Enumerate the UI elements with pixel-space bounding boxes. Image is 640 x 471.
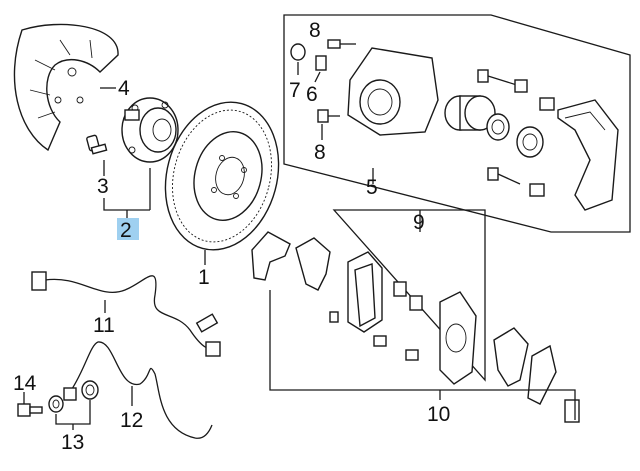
callout-13: 13 [61,431,84,454]
callout-2: 2 [120,219,132,242]
wheel-speed-sensor[interactable] [31,271,221,357]
callout-11: 11 [93,314,115,337]
wear-indicator[interactable] [564,399,580,423]
shim-outer-1[interactable] [493,327,529,387]
pad-clip-set[interactable] [329,281,423,361]
bleeder-screw-6[interactable] [315,55,327,71]
brake-rotor[interactable] [149,89,294,262]
dust-shield[interactable] [13,23,119,152]
bleeder-cap-7[interactable] [290,43,306,61]
copper-washer-2[interactable] [81,380,99,400]
guide-pin-upper[interactable] [477,69,555,111]
caliper-kit-box [283,14,631,233]
callout-9: 9 [413,211,425,234]
hardware-kit-bracket [269,290,576,420]
caliper-bolt-8a[interactable] [327,39,356,49]
caliper-bolt-8b[interactable] [317,109,340,123]
shim-right[interactable] [295,237,331,291]
callout-7: 7 [289,79,301,102]
caliper-piston[interactable] [444,95,496,131]
callout-12: 12 [120,409,143,432]
callout-14: 14 [13,372,37,395]
bracket-2 [103,198,150,211]
callout-1: 1 [198,266,210,289]
highlight-2 [117,218,139,240]
callout-3: 3 [97,175,109,198]
callout-6: 6 [306,83,318,106]
callout-10: 10 [427,403,450,426]
callout-8-bottom: 8 [314,141,326,164]
guide-pin-lower[interactable] [487,167,545,197]
brake-pad-outer[interactable] [439,291,477,385]
brake-hose[interactable] [63,341,213,439]
callout-4: 4 [118,77,130,100]
pad-kit-bracket [332,209,486,382]
union-bolt[interactable] [17,403,43,417]
dust-boot[interactable] [516,126,544,158]
caliper-bracket[interactable] [557,99,619,211]
callout-5: 5 [366,176,378,199]
hub-bolt[interactable] [86,134,108,155]
brake-pad-inner[interactable] [347,251,383,333]
callout-8-top: 8 [309,19,321,42]
piston-seal[interactable] [486,113,510,141]
leader-6 [314,71,321,83]
shim-left[interactable] [251,231,291,281]
wheel-hub[interactable] [121,97,179,163]
caliper-housing[interactable] [347,47,439,136]
shim-outer-2[interactable] [527,344,557,405]
copper-washer-1[interactable] [48,395,64,413]
